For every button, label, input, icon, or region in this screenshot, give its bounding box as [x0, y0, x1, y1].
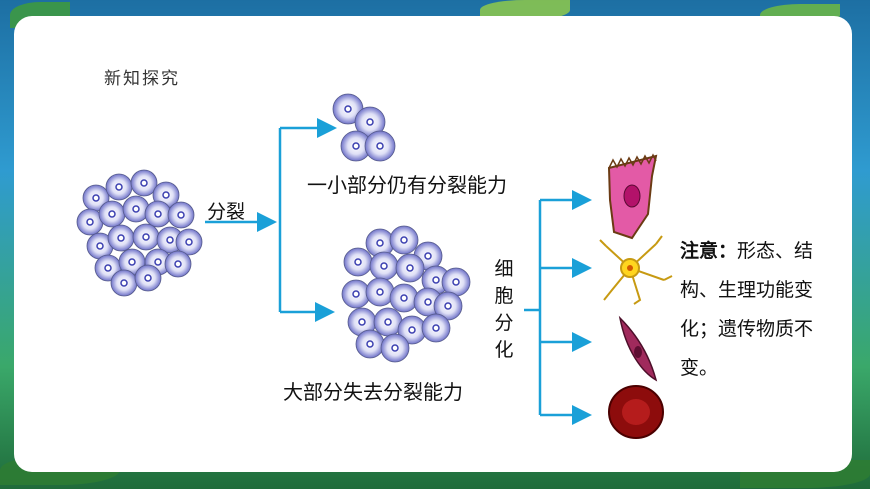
- section-title: 新知探究: [104, 69, 180, 89]
- cell: [122, 195, 150, 223]
- differentiation-arrows: [524, 190, 592, 425]
- cell: [389, 225, 419, 255]
- cell: [373, 307, 403, 337]
- cell: [343, 247, 373, 277]
- cell: [164, 250, 192, 278]
- cell: [441, 267, 471, 297]
- cell: [365, 277, 395, 307]
- neuron-icon: [599, 235, 673, 305]
- cell: [76, 208, 104, 236]
- cell: [389, 283, 419, 313]
- cell: [144, 200, 172, 228]
- original-cell-cluster: [76, 169, 203, 297]
- cell: [380, 333, 410, 363]
- cell: [107, 224, 135, 252]
- cell: [130, 169, 158, 197]
- split-arrows: [205, 118, 337, 322]
- cell: [355, 329, 385, 359]
- cell: [347, 307, 377, 337]
- large-part-label: 大部分失去分裂能力: [283, 380, 463, 404]
- note-heading: 注意：: [680, 240, 738, 262]
- note-body: 形态、结构、生理功能变化；遗传物质不变。: [680, 240, 814, 379]
- cell: [395, 253, 425, 283]
- note-box: 注意：形态、结构、生理功能变化；遗传物质不变。: [680, 232, 840, 388]
- cell: [369, 251, 399, 281]
- cell: [98, 200, 126, 228]
- cell: [433, 291, 463, 321]
- cell: [132, 223, 160, 251]
- cell: [421, 313, 451, 343]
- cell: [167, 201, 195, 229]
- red-blood-cell-icon: [608, 385, 664, 439]
- cell: [175, 228, 203, 256]
- columnar-epithelial-cell-icon: [607, 153, 658, 240]
- small-part-label: 一小部分仍有分裂能力: [307, 173, 507, 197]
- non-dividing-cell-group: [341, 225, 471, 363]
- cell: [365, 228, 395, 258]
- cell: [134, 264, 162, 292]
- dividing-cell-group: [332, 93, 396, 162]
- muscle-cell-icon: [618, 315, 658, 382]
- differentiation-label: 细胞分化: [494, 258, 514, 361]
- leaf-decoration: [480, 0, 570, 20]
- cell: [105, 173, 133, 201]
- cell: [110, 269, 138, 297]
- cell: [364, 130, 396, 162]
- split-label: 分裂: [207, 201, 246, 223]
